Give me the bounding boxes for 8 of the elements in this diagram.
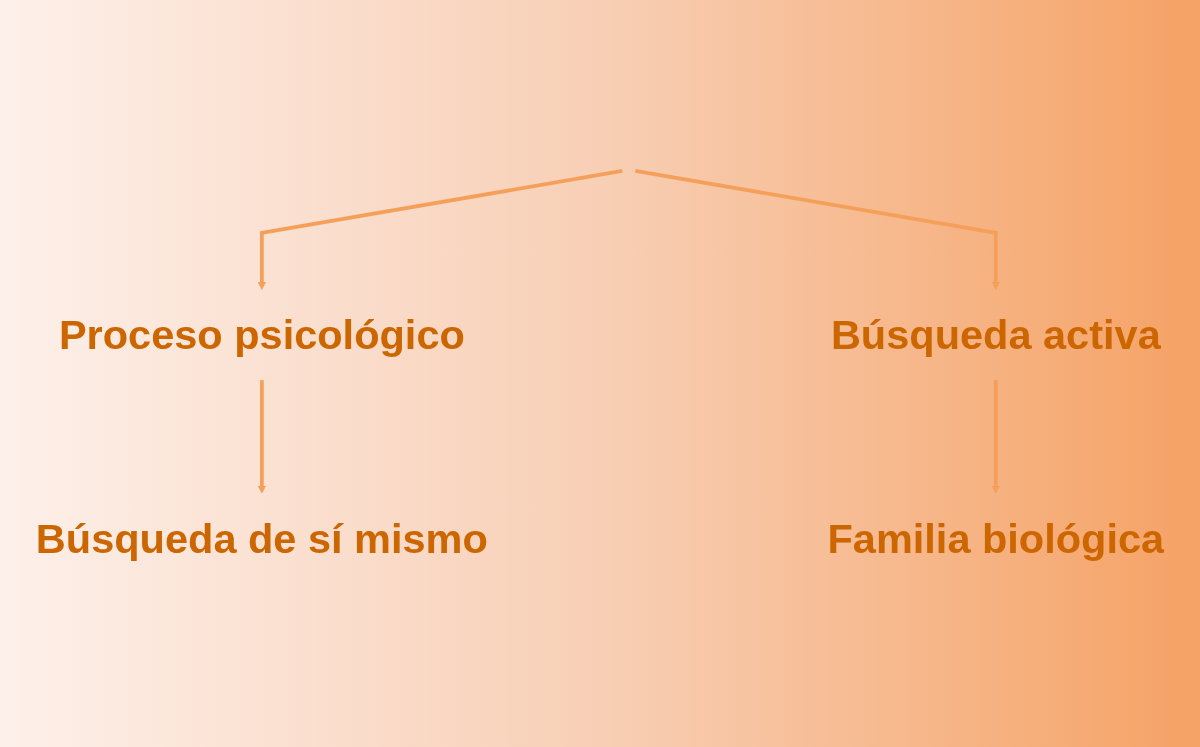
node-text: Búsqueda de sí mismo xyxy=(35,514,488,562)
node-text: Proceso psicológico xyxy=(58,311,465,358)
arrow xyxy=(257,380,266,494)
node-text: Búsqueda activa xyxy=(830,311,1161,358)
arrow xyxy=(991,380,1000,494)
node-text: Familia biológica xyxy=(827,514,1165,562)
arrow xyxy=(635,169,1000,290)
arrow xyxy=(257,169,623,290)
